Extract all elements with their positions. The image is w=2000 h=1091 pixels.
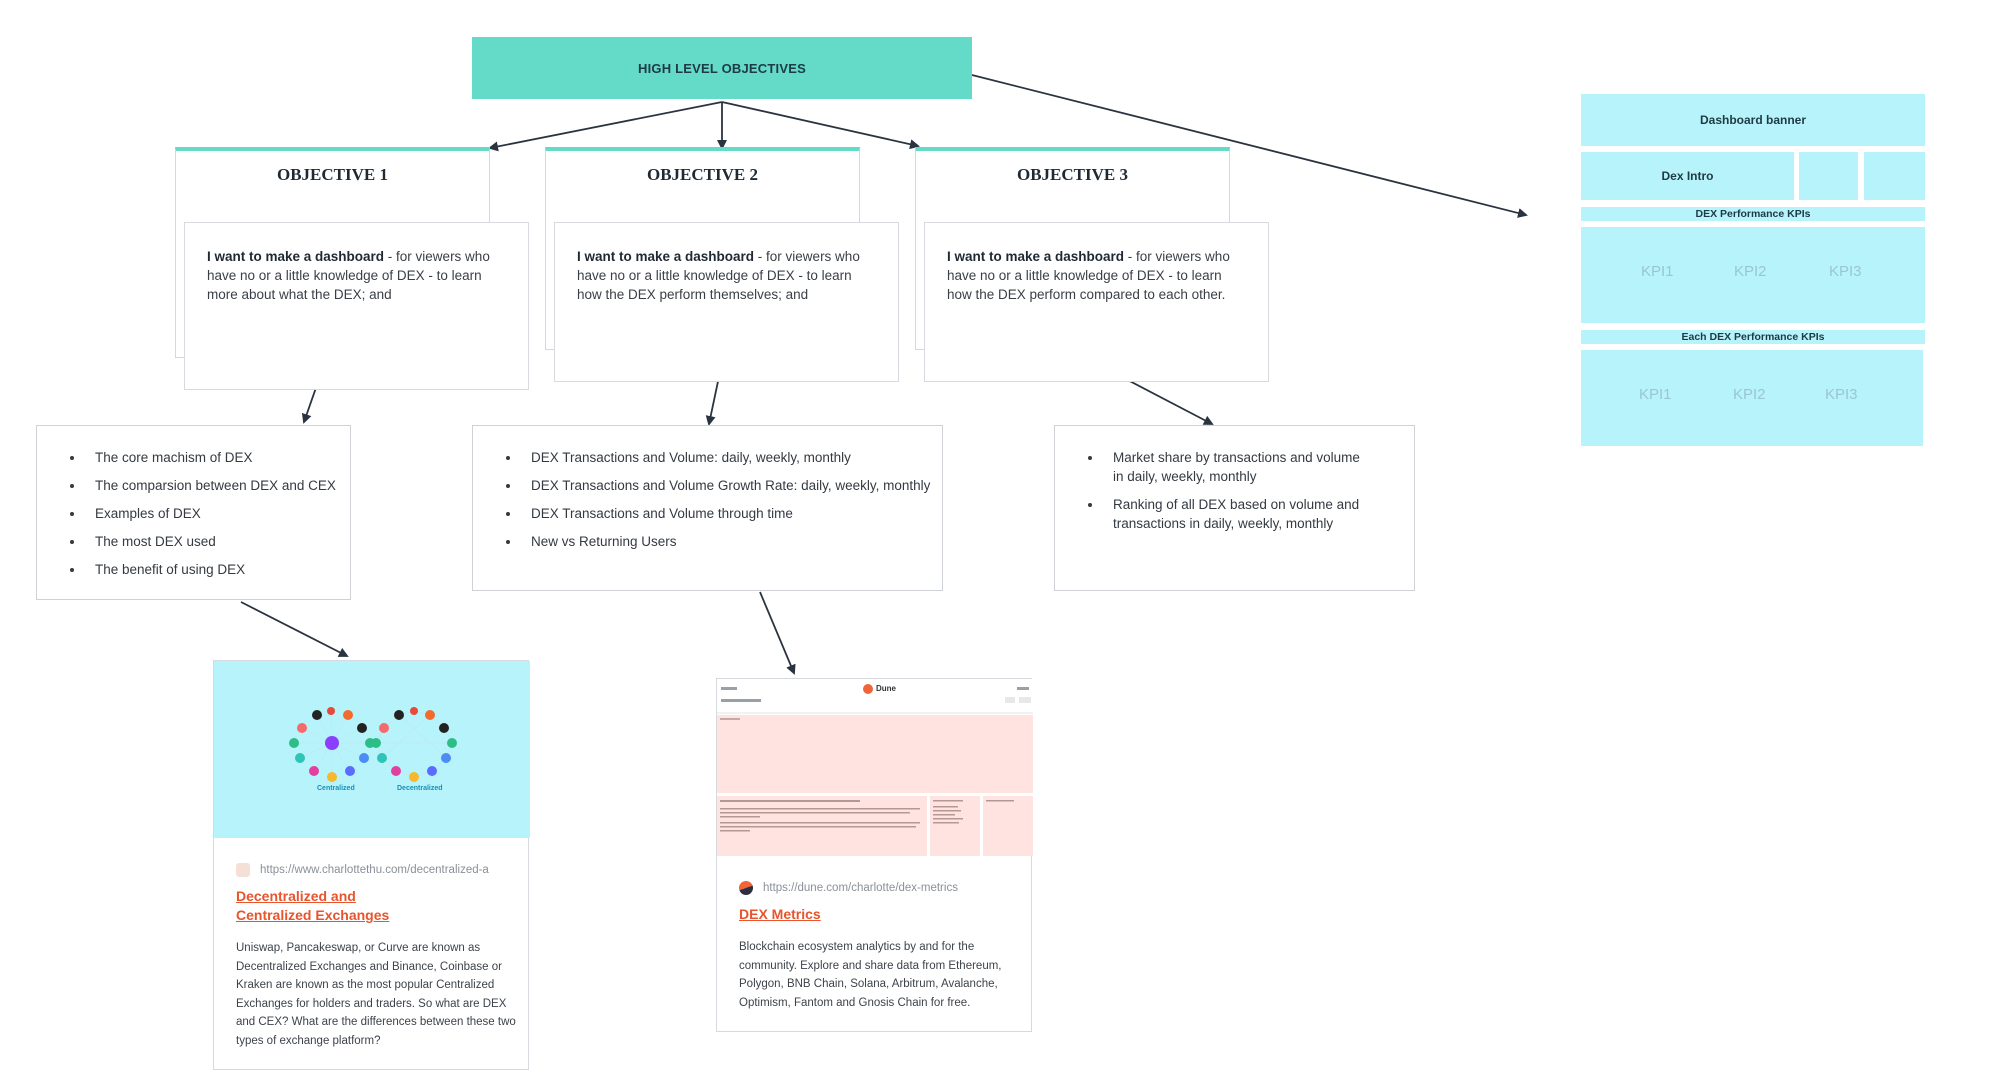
high-level-objectives: HIGH LEVEL OBJECTIVES — [472, 37, 972, 99]
link-card-dex-metrics[interactable]: Dune https://dune.com/charlotte/dex-metr… — [716, 678, 1033, 1032]
mockup-banner-label: Dashboard banner — [1699, 113, 1807, 127]
list-item: The benefit of using DEX — [85, 560, 350, 579]
list-item: New vs Returning Users — [521, 532, 942, 551]
objective-2-description: I want to make a dashboard - for viewers… — [554, 222, 899, 382]
preview-label-decentralized: Decentralized — [397, 785, 443, 792]
objective-1-title: OBJECTIVE 1 — [277, 165, 388, 184]
mockup-kpi-label: KPI2 — [1733, 386, 1766, 403]
link-card-url: https://www.charlottethu.com/decentraliz… — [260, 864, 489, 876]
dune-dashboard-preview-icon — [717, 679, 1033, 856]
preview-label-centralized: Centralized — [317, 785, 355, 792]
link-card-description: Blockchain ecosystem analytics by and fo… — [739, 941, 1002, 1009]
objective-2-list: DEX Transactions and Volume: daily, week… — [472, 425, 943, 591]
objective-2-card: OBJECTIVE 2 I want to make a dashboard -… — [545, 147, 899, 382]
objective-2-title: OBJECTIVE 2 — [647, 165, 758, 184]
objective-1-bold: I want to make a dashboard — [207, 249, 385, 264]
list-item: Market share by transactions and volume … — [1103, 448, 1374, 486]
list-item: The comparsion between DEX and CEX — [85, 476, 350, 495]
mockup-kpi-label: KPI2 — [1734, 263, 1767, 280]
mockup-kpi-label: KPI3 — [1829, 263, 1862, 280]
arrow-hlo-to-objective-3 — [721, 101, 920, 150]
objective-3-list: Market share by transactions and volume … — [1054, 425, 1415, 591]
objective-3-text: - for viewers who have no or a little kn… — [947, 249, 1230, 302]
objective-2-text: - for viewers who have no or a little kn… — [577, 249, 860, 302]
link-card-url: https://dune.com/charlotte/dex-metrics — [763, 882, 958, 894]
link-card-preview-image: Dune — [717, 679, 1033, 856]
mockup-kpi-label: KPI1 — [1641, 263, 1674, 280]
mockup-intro-label: Dex Intro — [1661, 169, 1714, 183]
objective-3-bold: I want to make a dashboard — [947, 249, 1125, 264]
list-item: DEX Transactions and Volume Growth Rate:… — [521, 476, 942, 495]
preview-brand-label: Dune — [876, 684, 896, 693]
mockup-intro-block-3 — [1864, 152, 1925, 200]
mockup-intro-block-2 — [1799, 152, 1858, 200]
list-item: Ranking of all DEX based on volume and t… — [1103, 495, 1374, 533]
mockup-kpi-label: KPI3 — [1825, 386, 1858, 403]
objective-1-description: I want to make a dashboard - for viewers… — [184, 222, 529, 390]
arrow-list-1-to-card — [240, 601, 349, 657]
list-item: Examples of DEX — [85, 504, 350, 523]
list-item: DEX Transactions and Volume: daily, week… — [521, 448, 942, 467]
link-card-preview-image: Centralized Decentralized — [214, 661, 530, 838]
link-card-decentralized-exchanges[interactable]: Centralized Decentralized https://www.ch… — [213, 660, 530, 1070]
objective-3-card: OBJECTIVE 3 I want to make a dashboard -… — [915, 147, 1269, 382]
mockup-kpi-label: KPI1 — [1639, 386, 1672, 403]
mockup-performance-kpis-header: DEX Performance KPIs — [1581, 207, 1925, 221]
arrow-list-2-to-card — [759, 591, 796, 675]
link-card-description: Uniswap, Pancakeswap, or Curve are known… — [236, 942, 516, 1047]
arrow-hlo-to-objective-1 — [488, 101, 723, 152]
objective-1-list: The core machism of DEX The comparsion b… — [36, 425, 351, 600]
link-card-title[interactable]: Decentralized and Centralized Exchanges — [236, 887, 506, 925]
link-card-title-line-2[interactable]: Centralized Exchanges — [236, 907, 390, 923]
objective-1-text: - for viewers who have no or a little kn… — [207, 249, 490, 302]
mockup-kpi-panel-bottom: KPI1 KPI2 KPI3 — [1581, 350, 1923, 446]
objective-3-description: I want to make a dashboard - for viewers… — [924, 222, 1269, 382]
list-item: DEX Transactions and Volume through time — [521, 504, 942, 523]
mockup-each-kpis-label: Each DEX Performance KPIs — [1681, 331, 1825, 343]
dashboard-mockup: Dashboard banner Dex Intro DEX Performan… — [1581, 94, 1925, 446]
charlottethu-favicon-icon — [236, 863, 250, 877]
link-card-title-line-1[interactable]: Decentralized and — [236, 888, 356, 904]
dune-favicon-icon — [739, 881, 753, 895]
objective-2-bold: I want to make a dashboard — [577, 249, 755, 264]
mockup-dex-intro: Dex Intro — [1581, 152, 1794, 200]
mockup-performance-kpis-label: DEX Performance KPIs — [1695, 208, 1811, 220]
mockup-kpi-panel-top: KPI1 KPI2 KPI3 — [1581, 227, 1925, 323]
high-level-objectives-label: HIGH LEVEL OBJECTIVES — [638, 60, 806, 76]
list-item: The core machism of DEX — [85, 448, 350, 467]
objective-1-card: OBJECTIVE 1 I want to make a dashboard -… — [175, 147, 529, 390]
link-card-title[interactable]: DEX Metrics — [739, 906, 821, 922]
objective-3-title: OBJECTIVE 3 — [1017, 165, 1128, 184]
list-item: The most DEX used — [85, 532, 350, 551]
mockup-dashboard-banner: Dashboard banner — [1581, 94, 1925, 146]
network-illustration-icon — [289, 707, 457, 782]
mockup-each-kpis-header: Each DEX Performance KPIs — [1581, 330, 1925, 344]
